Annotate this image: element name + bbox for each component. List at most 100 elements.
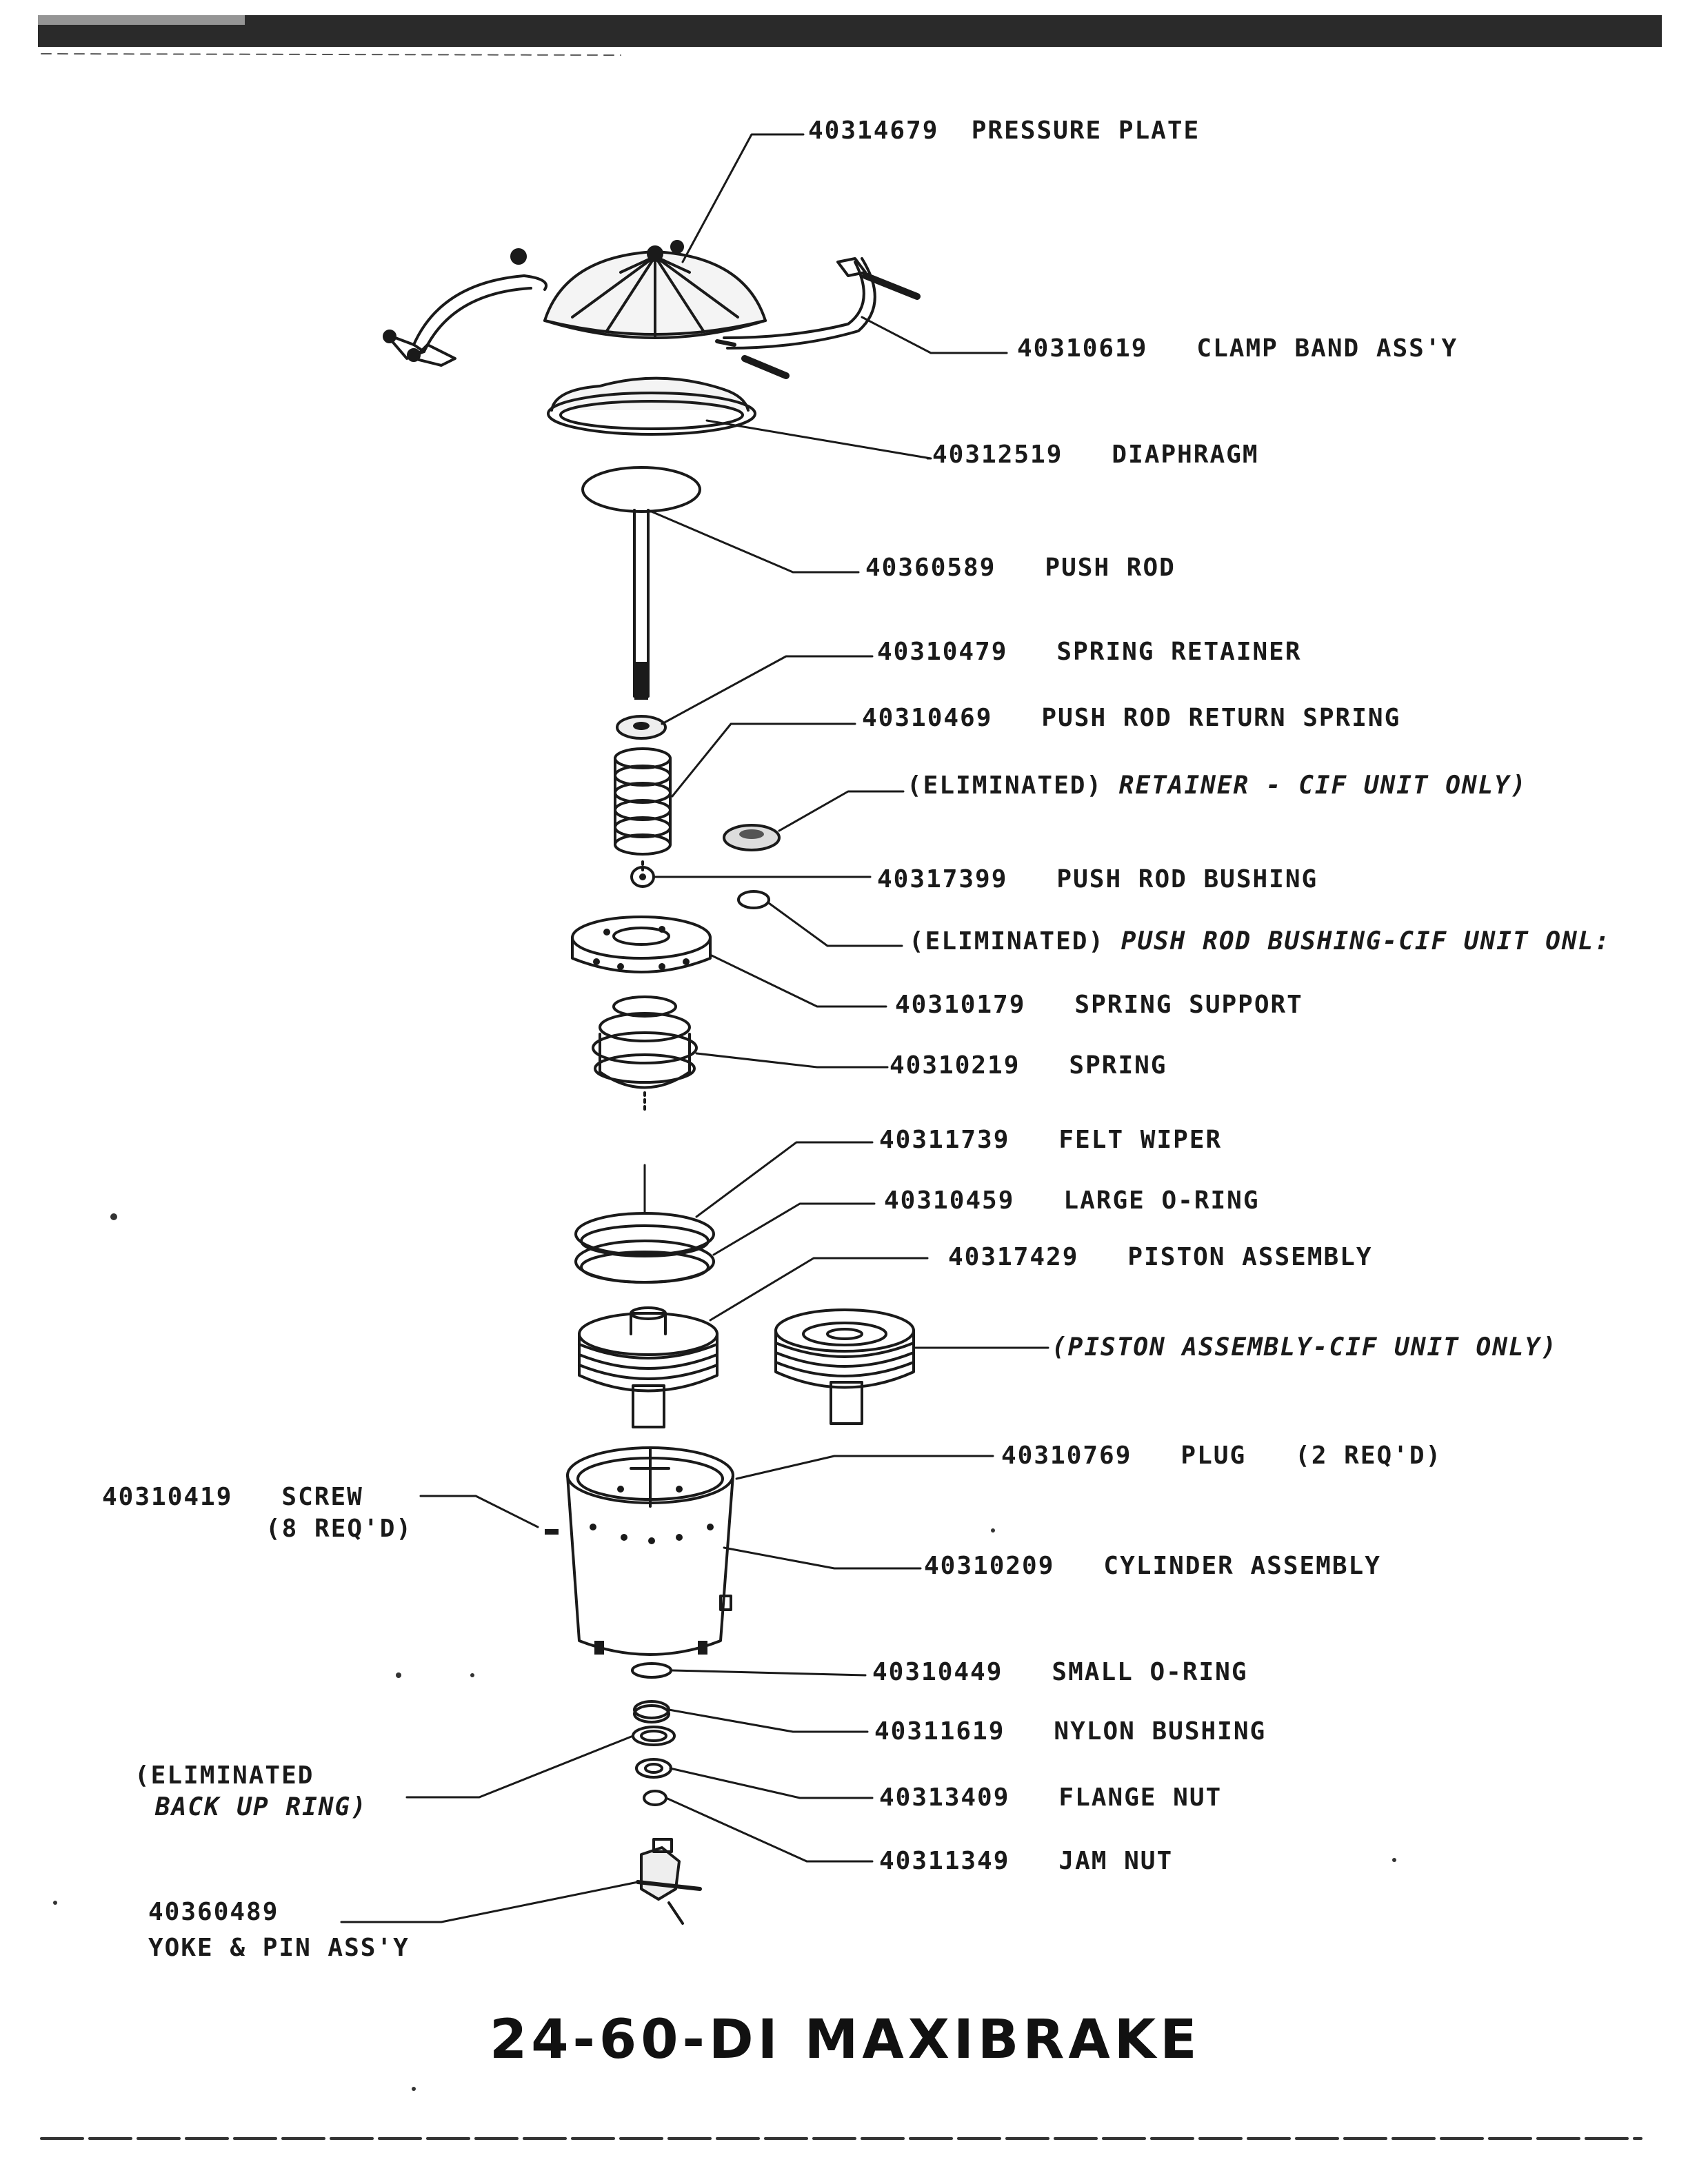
part-label-screw-note: (8 REQ'D) — [265, 1517, 412, 1541]
part-number: 40311349 — [879, 1847, 1010, 1875]
part-label-push-rod-bushing: 40317399 PUSH ROD BUSHING — [877, 867, 1318, 892]
part-number: 40310179 — [895, 991, 1026, 1019]
clamp-band-drawing — [383, 257, 921, 379]
flange-nut-drawing — [635, 1758, 672, 1779]
part-name: PUSH ROD — [1045, 554, 1176, 582]
part-label-spring: 40310219 SPRING — [890, 1053, 1167, 1078]
part-number: 40310469 — [862, 704, 993, 732]
part-label-small-o-ring: 40310449 SMALL O-RING — [872, 1660, 1248, 1685]
part-name: SPRING SUPPORT — [1074, 991, 1303, 1019]
part-number: 40311739 — [879, 1126, 1010, 1154]
cif-push-rod-bushing-drawing — [737, 890, 770, 909]
part-name: YOKE & PIN ASS'Y — [148, 1934, 410, 1962]
small-o-ring-drawing — [631, 1662, 672, 1679]
part-number: 40313409 — [879, 1783, 1010, 1812]
part-name: PLUG — [1180, 1442, 1247, 1470]
push-rod-return-spring-drawing — [614, 747, 672, 856]
part-number: 40360589 — [865, 554, 996, 582]
part-name: FELT WIPER — [1058, 1126, 1223, 1154]
part-number: 40360489 — [148, 1898, 279, 1926]
cif-retainer-drawing — [723, 824, 781, 851]
part-name: SPRING — [1069, 1051, 1167, 1080]
part-label-screw: 40310419 SCREW — [102, 1485, 363, 1510]
part-number: (ELIMINATED) — [909, 927, 1105, 956]
part-name: BACK UP RING) — [155, 1793, 368, 1821]
part-label-spring-retainer: 40310479 SPRING RETAINER — [877, 640, 1302, 665]
part-label-diaphragm: 40312519 DIAPHRAGM — [932, 443, 1259, 467]
part-number: 40310479 — [877, 638, 1008, 666]
part-number: (ELIMINATED — [134, 1761, 314, 1790]
part-name: DIAPHRAGM — [1112, 441, 1259, 469]
part-label-plug: 40310769 PLUG (2 REQ'D) — [1001, 1444, 1442, 1468]
part-label-back-up-ring-line1: (ELIMINATED — [134, 1763, 314, 1788]
part-name: JAM NUT — [1058, 1847, 1174, 1875]
yoke-and-pin-drawing — [636, 1838, 702, 1925]
part-label-push-rod-return-spring: 40310469 PUSH ROD RETURN SPRING — [862, 706, 1400, 731]
part-number: 40317429 — [948, 1243, 1079, 1271]
part-label-yoke-name: YOKE & PIN ASS'Y — [148, 1936, 410, 1961]
part-label-felt-wiper: 40311739 FELT WIPER — [879, 1128, 1222, 1153]
part-number: 40310459 — [884, 1186, 1015, 1215]
part-label-yoke-number: 40360489 — [148, 1900, 279, 1925]
part-name: PUSH ROD BUSHING — [1056, 865, 1318, 893]
part-number: 40317399 — [877, 865, 1008, 893]
part-name: LARGE O-RING — [1063, 1186, 1260, 1215]
part-name: PUSH ROD BUSHING-CIF UNIT ONL: — [1121, 927, 1611, 956]
part-label-back-up-ring-line2: BACK UP RING) — [155, 1795, 368, 1820]
part-label-large-o-ring: 40310459 LARGE O-RING — [884, 1189, 1260, 1213]
jam-nut-drawing — [643, 1790, 667, 1806]
part-label-cylinder-assembly: 40310209 CYLINDER ASSEMBLY — [924, 1554, 1381, 1579]
part-label-push-rod: 40360589 PUSH ROD — [865, 556, 1176, 580]
part-name: SCREW — [281, 1483, 363, 1511]
part-name: PUSH ROD RETURN SPRING — [1041, 704, 1401, 732]
part-note: (8 REQ'D) — [265, 1515, 413, 1543]
part-name: SMALL O-RING — [1052, 1658, 1248, 1686]
part-name: FLANGE NUT — [1058, 1783, 1223, 1812]
piston-assembly-drawing — [578, 1306, 719, 1428]
part-name: SPRING RETAINER — [1056, 638, 1302, 666]
cylinder-assembly-drawing — [545, 1446, 734, 1656]
part-label-jam-nut: 40311349 JAM NUT — [879, 1849, 1173, 1874]
part-note: (2 REQ'D) — [1295, 1442, 1443, 1470]
part-label-clamp-band: 40310619 CLAMP BAND ASS'Y — [1017, 336, 1458, 361]
part-number: 40310209 — [924, 1552, 1055, 1580]
part-number: 40310769 — [1001, 1442, 1132, 1470]
part-number: 40310419 — [102, 1483, 233, 1511]
scan-top-bar — [38, 15, 1662, 56]
part-label-piston-assembly-cif: (PISTON ASSEMBLY-CIF UNIT ONLY) — [1052, 1335, 1558, 1360]
pressure-plate-drawing — [510, 240, 767, 339]
part-number: 40312519 — [932, 441, 1063, 469]
part-label-nylon-bushing: 40311619 NYLON BUSHING — [874, 1719, 1266, 1744]
spring-support-drawing — [571, 916, 712, 973]
nylon-bushing-drawing — [633, 1700, 670, 1723]
part-label-cif-retainer: (ELIMINATED) RETAINER - CIF UNIT ONLY) — [907, 774, 1527, 798]
part-label-piston-assembly: 40317429 PISTON ASSEMBLY — [948, 1245, 1373, 1270]
spring-drawing — [592, 995, 698, 1111]
part-name: NYLON BUSHING — [1054, 1717, 1267, 1746]
felt-wiper-and-o-ring-drawing — [574, 1164, 715, 1284]
part-name: PRESSURE PLATE — [971, 117, 1200, 145]
diaphragm-drawing — [547, 376, 756, 436]
part-number: 40310219 — [890, 1051, 1021, 1080]
part-name: CYLINDER ASSEMBLY — [1103, 1552, 1381, 1580]
part-number: 40311619 — [874, 1717, 1005, 1746]
part-name: CLAMP BAND ASS'Y — [1196, 334, 1458, 363]
diagram-title: 24-60-DI MAXIBRAKE — [490, 2009, 1201, 2071]
part-number: 40310619 — [1017, 334, 1148, 363]
scan-specks — [53, 1213, 1396, 2091]
part-label-cif-push-rod-bushing: (ELIMINATED) PUSH ROD BUSHING-CIF UNIT O… — [909, 929, 1611, 954]
piston-assembly-cif-drawing — [774, 1308, 915, 1425]
part-number: 40310449 — [872, 1658, 1003, 1686]
part-number: (ELIMINATED) — [907, 771, 1103, 800]
back-up-ring-drawing — [632, 1726, 676, 1746]
push-rod-bushing-drawing — [630, 860, 655, 888]
part-name: (PISTON ASSEMBLY-CIF UNIT ONLY) — [1052, 1333, 1558, 1362]
part-label-flange-nut: 40313409 FLANGE NUT — [879, 1786, 1222, 1810]
leader-lines — [340, 133, 1049, 1923]
push-rod-drawing — [581, 466, 701, 700]
part-label-spring-support: 40310179 SPRING SUPPORT — [895, 993, 1303, 1018]
part-number: 40314679 — [808, 117, 939, 145]
part-label-pressure-plate: 40314679 PRESSURE PLATE — [808, 119, 1200, 143]
